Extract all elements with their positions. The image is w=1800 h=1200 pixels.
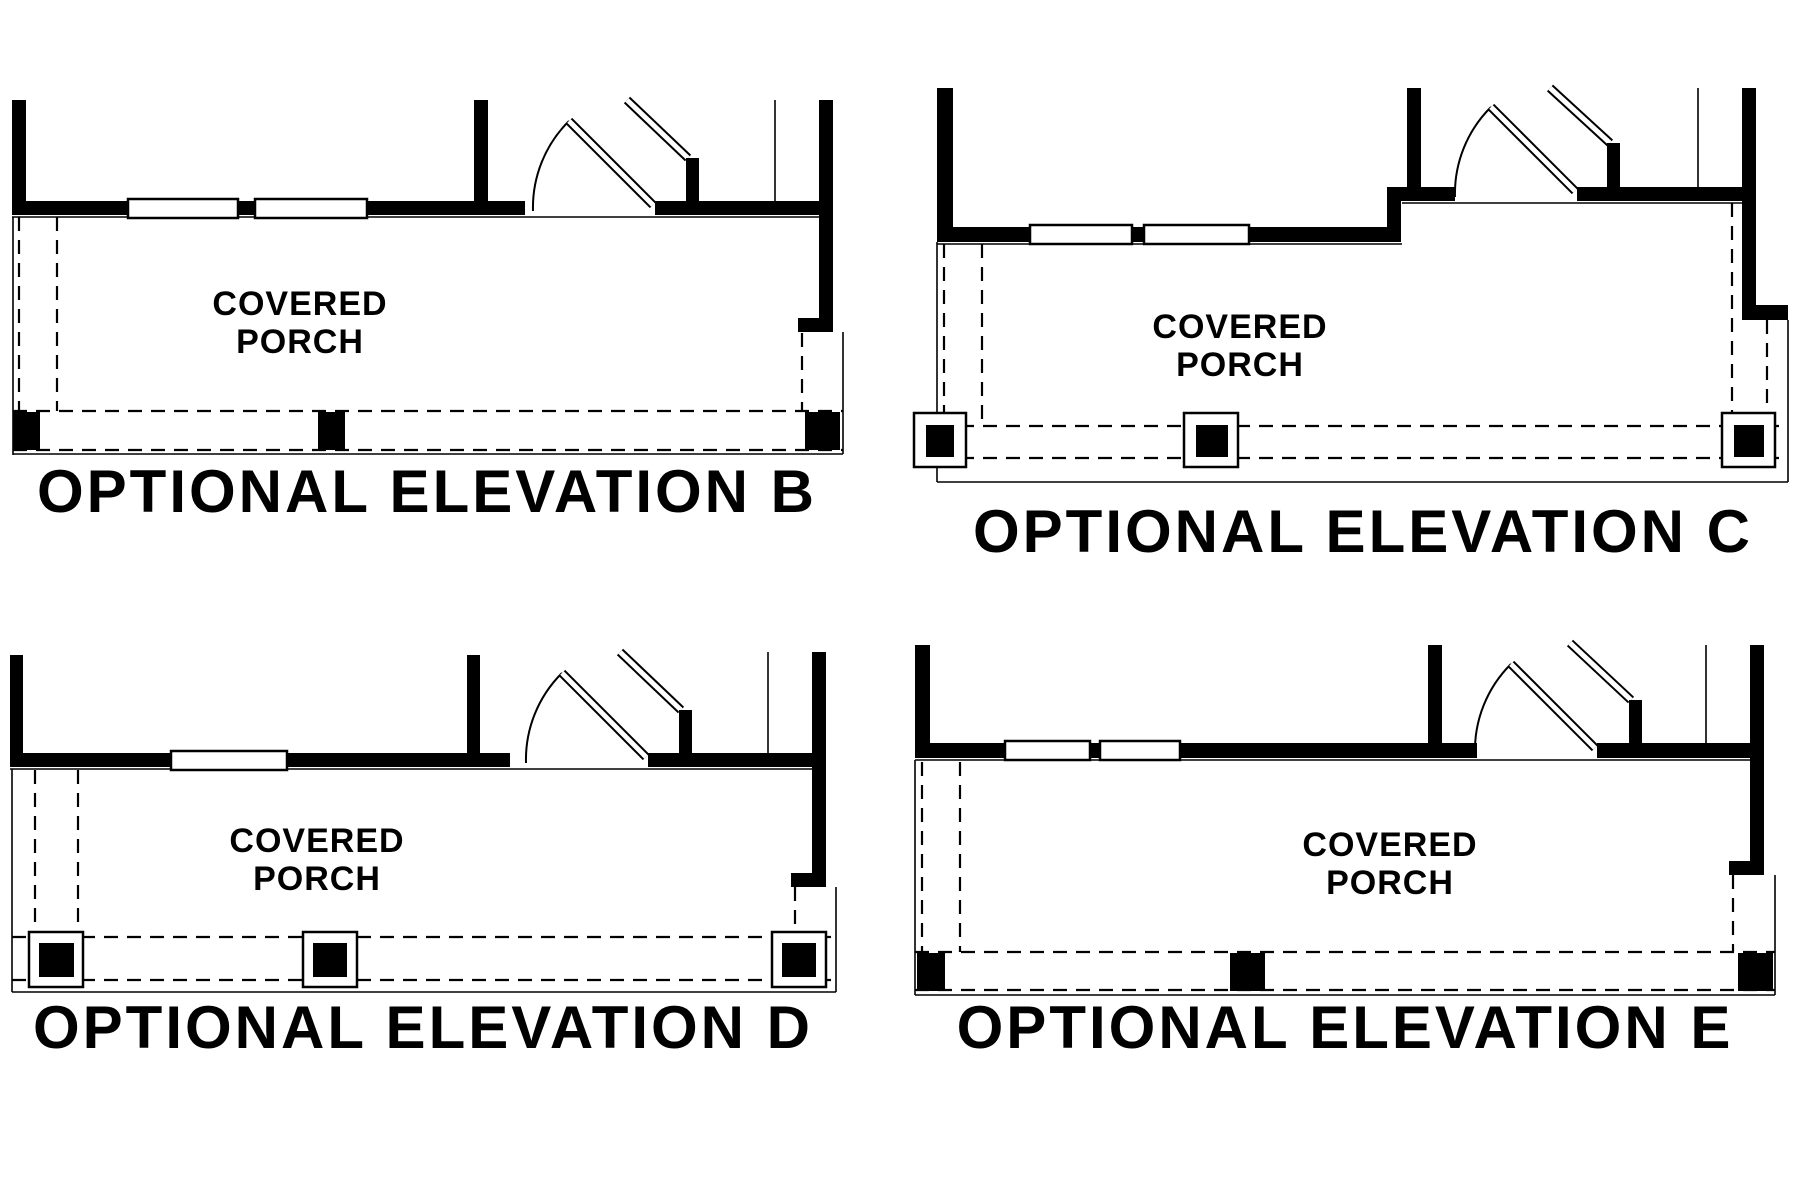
secondary-door-leaf [616, 648, 692, 767]
secondary-door-leaf [1546, 84, 1620, 201]
porch-column [912, 411, 968, 469]
entry-door-swing [1473, 660, 1599, 755]
plan-title-d: OPTIONAL ELEVATION D [33, 994, 813, 1061]
porch-column [917, 953, 945, 991]
secondary-door-leaf [1566, 639, 1642, 758]
elevation-b-plan: COVERED PORCH OPTIONAL ELEVATION B [12, 96, 844, 525]
elevation-e-plan: COVERED PORCH OPTIONAL ELEVATION E [914, 639, 1776, 1061]
entry-door-swing [524, 669, 650, 764]
exterior-wall [10, 652, 826, 887]
porch-column [301, 930, 359, 989]
porch-label-line1: COVERED [229, 822, 404, 860]
entry-door-swing [1453, 103, 1579, 198]
porch-column [13, 412, 40, 450]
window [169, 749, 289, 772]
plan-title-c: OPTIONAL ELEVATION C [973, 498, 1753, 565]
porch-columns [13, 412, 840, 450]
elevation-d-plan: COVERED PORCH OPTIONAL ELEVATION D [10, 648, 837, 1061]
secondary-door-leaf [623, 96, 699, 215]
elevation-c-plan: COVERED PORCH OPTIONAL ELEVATION C [912, 84, 1789, 565]
porch-columns [912, 411, 1777, 469]
window [1003, 739, 1182, 762]
porch-label-line1: COVERED [1152, 308, 1327, 346]
entry-door-swing [531, 117, 657, 212]
porch-outline [11, 769, 837, 993]
porch-column [1230, 953, 1265, 991]
porch-column [1738, 953, 1773, 991]
porch-column [318, 412, 345, 450]
porch-columns [27, 930, 828, 989]
porch-column [770, 930, 828, 989]
porch-label-line2: PORCH [253, 860, 381, 898]
porch-outline [12, 217, 844, 455]
porch-label-line2: PORCH [236, 323, 364, 361]
porch-column [27, 930, 85, 989]
porch-outline [936, 203, 1789, 483]
plan-title-b: OPTIONAL ELEVATION B [37, 458, 817, 525]
porch-outline [914, 760, 1776, 996]
window [126, 197, 369, 220]
porch-label-line2: PORCH [1326, 864, 1454, 902]
porch-label-line1: COVERED [1302, 826, 1477, 864]
porch-label-line1: COVERED [212, 285, 387, 323]
window [1028, 223, 1251, 246]
porch-column [1182, 411, 1240, 469]
porch-label-line2: PORCH [1176, 346, 1304, 384]
porch-column [1720, 411, 1777, 469]
plan-title-e: OPTIONAL ELEVATION E [957, 994, 1734, 1061]
exterior-wall [937, 88, 1788, 320]
porch-columns [917, 953, 1773, 991]
porch-column [805, 412, 840, 450]
